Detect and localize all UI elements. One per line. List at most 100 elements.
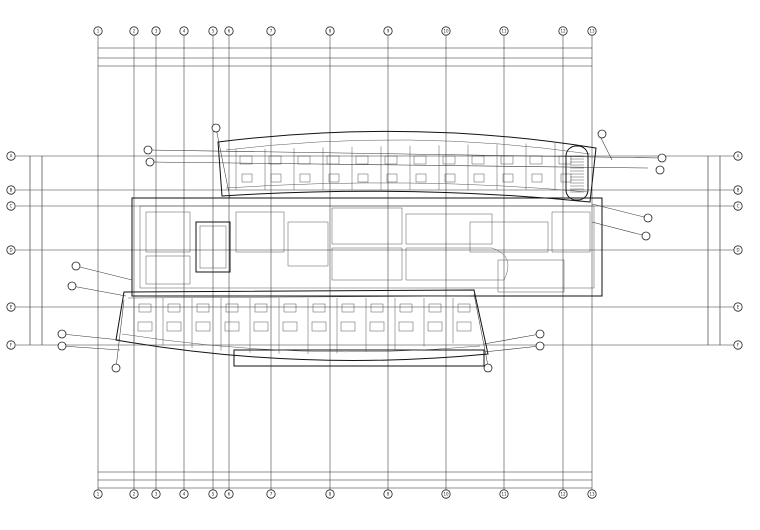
column-grid-lines [97, 36, 593, 490]
grid-bubble-left: D [6, 245, 16, 255]
grid-bubble-top: 2 [129, 26, 139, 36]
svg-text:E: E [10, 305, 13, 310]
svg-text:3: 3 [155, 492, 158, 497]
bathroom [328, 173, 340, 183]
svg-text:D: D [736, 248, 739, 253]
grid-bubble-right: B [733, 185, 743, 195]
grid-bubble-right: E [733, 302, 743, 312]
svg-text:E: E [737, 305, 740, 310]
grid-bubble-right: D [733, 245, 743, 255]
grid-bubble-top: 3 [151, 26, 161, 36]
grid-bubble-bottom: 6 [224, 489, 234, 499]
svg-text:A: A [10, 154, 13, 159]
bed [500, 155, 514, 165]
building-outline [115, 130, 603, 367]
grid-bubble-bottom: 1 [93, 489, 103, 499]
svg-text:F: F [737, 343, 740, 348]
radial-bubble [535, 329, 545, 339]
bathroom [225, 303, 239, 313]
grid-bubble-bottom: 8 [325, 489, 335, 499]
left-dimension-string [29, 156, 43, 345]
bathroom [531, 173, 543, 183]
top-dimension-string [98, 47, 592, 67]
bed [398, 321, 414, 332]
svg-text:B: B [10, 188, 13, 193]
svg-text:11: 11 [501, 29, 507, 34]
svg-text:B: B [737, 188, 740, 193]
bed [355, 155, 369, 165]
grid-bubble-top: 11 [499, 26, 509, 36]
right-dimension-string [707, 156, 721, 345]
grid-bubble-top: 7 [266, 26, 276, 36]
svg-text:10: 10 [443, 492, 449, 497]
south-wing-rooms [121, 295, 481, 354]
svg-text:C: C [737, 204, 740, 209]
svg-text:12: 12 [560, 492, 566, 497]
grid-bubble-left: C [6, 201, 16, 211]
grid-bubble-top: 5 [208, 26, 218, 36]
grid-bubble-left: B [6, 185, 16, 195]
bathroom [299, 173, 311, 183]
grid-bubble-left: F [6, 340, 16, 350]
grid-bubble-bottom: 11 [499, 489, 509, 499]
bed [369, 321, 385, 332]
bed [311, 321, 327, 332]
radial-axis-lines [61, 127, 663, 369]
bed [456, 321, 472, 332]
bottom-dimension-string [98, 471, 592, 489]
radial-bubble [655, 165, 665, 175]
svg-text:5: 5 [212, 29, 215, 34]
bathroom [428, 303, 442, 313]
radial-bubble [57, 341, 67, 351]
grid-bubble-bottom: 12 [558, 489, 568, 499]
grid-bubble-bottom: 13 [587, 489, 597, 499]
svg-text:13: 13 [589, 29, 595, 34]
bed [297, 155, 311, 165]
bathroom [357, 173, 369, 183]
bed [166, 321, 182, 332]
svg-text:11: 11 [501, 492, 507, 497]
svg-text:6: 6 [228, 29, 231, 34]
bathroom [138, 303, 152, 313]
radial-bubble [111, 363, 121, 373]
bed [195, 321, 211, 332]
bed [427, 321, 443, 332]
bathroom [254, 303, 268, 313]
bed [224, 321, 240, 332]
bathroom [241, 173, 253, 183]
bed [282, 321, 298, 332]
svg-text:10: 10 [443, 29, 449, 34]
svg-text:5: 5 [212, 492, 215, 497]
grid-bubble-right: A [733, 151, 743, 161]
bathroom [444, 173, 456, 183]
grid-bubble-top: 8 [325, 26, 335, 36]
grid-bubble-right: C [733, 201, 743, 211]
bed [558, 155, 572, 165]
grid-bubble-bottom: 5 [208, 489, 218, 499]
bed [326, 155, 340, 165]
grid-bubble-left: E [6, 302, 16, 312]
grid-bubble-bottom: 7 [266, 489, 276, 499]
svg-text:7: 7 [270, 492, 273, 497]
radial-bubble [535, 341, 545, 351]
svg-text:4: 4 [183, 492, 186, 497]
radial-bubble [67, 281, 77, 291]
grid-bubble-bottom: 10 [441, 489, 451, 499]
grid-bubble-bottom: 2 [129, 489, 139, 499]
bed [529, 155, 543, 165]
grid-bubble-top: 10 [441, 26, 451, 36]
radial-bubble [641, 231, 651, 241]
grid-bubble-bottom: 4 [179, 489, 189, 499]
grid-bubble-bottom: 3 [151, 489, 161, 499]
svg-text:6: 6 [228, 492, 231, 497]
bathroom [386, 173, 398, 183]
svg-text:4: 4 [183, 29, 186, 34]
bathroom [415, 173, 427, 183]
bathroom [370, 303, 384, 313]
radial-axis-bubbles [57, 123, 667, 373]
bed [442, 155, 456, 165]
bed [384, 155, 398, 165]
bathroom [399, 303, 413, 313]
